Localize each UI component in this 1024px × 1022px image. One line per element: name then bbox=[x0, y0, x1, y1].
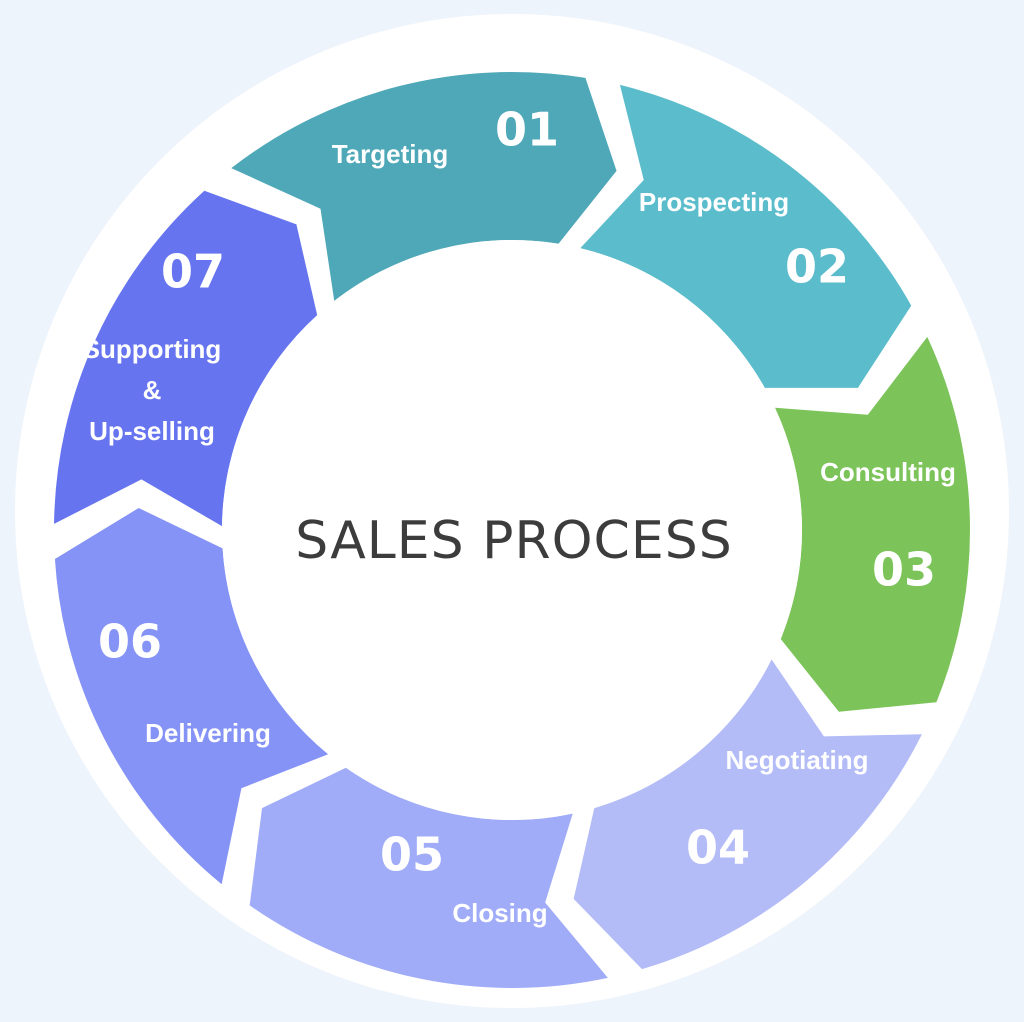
step-segment-03 bbox=[774, 336, 970, 712]
step-label-01: Targeting bbox=[332, 139, 449, 169]
center-disc bbox=[222, 240, 802, 820]
step-number-07: 07 bbox=[161, 245, 225, 299]
step-number-04: 04 bbox=[686, 821, 750, 875]
step-label-04: Negotiating bbox=[726, 745, 869, 775]
step-number-03: 03 bbox=[872, 543, 936, 597]
step-segments bbox=[54, 71, 970, 988]
step-segment-05 bbox=[249, 767, 608, 988]
step-label-07: Supporting bbox=[83, 334, 222, 364]
step-label-07: Up-selling bbox=[89, 416, 215, 446]
step-number-02: 02 bbox=[785, 240, 849, 294]
step-label-05: Closing bbox=[452, 898, 547, 928]
step-segment-01 bbox=[231, 71, 617, 301]
step-segment-07 bbox=[54, 190, 318, 527]
step-label-03: Consulting bbox=[820, 457, 956, 487]
step-number-06: 06 bbox=[98, 615, 162, 669]
step-label-07: & bbox=[143, 375, 162, 405]
step-label-06: Delivering bbox=[145, 718, 271, 748]
center-title: SALES PROCESS bbox=[295, 511, 733, 571]
step-segment-06 bbox=[54, 508, 329, 885]
step-number-01: 01 bbox=[495, 103, 559, 157]
step-segment-02 bbox=[580, 84, 912, 388]
step-number-05: 05 bbox=[380, 828, 444, 882]
step-label-02: Prospecting bbox=[639, 187, 789, 217]
step-segment-04 bbox=[573, 659, 922, 970]
